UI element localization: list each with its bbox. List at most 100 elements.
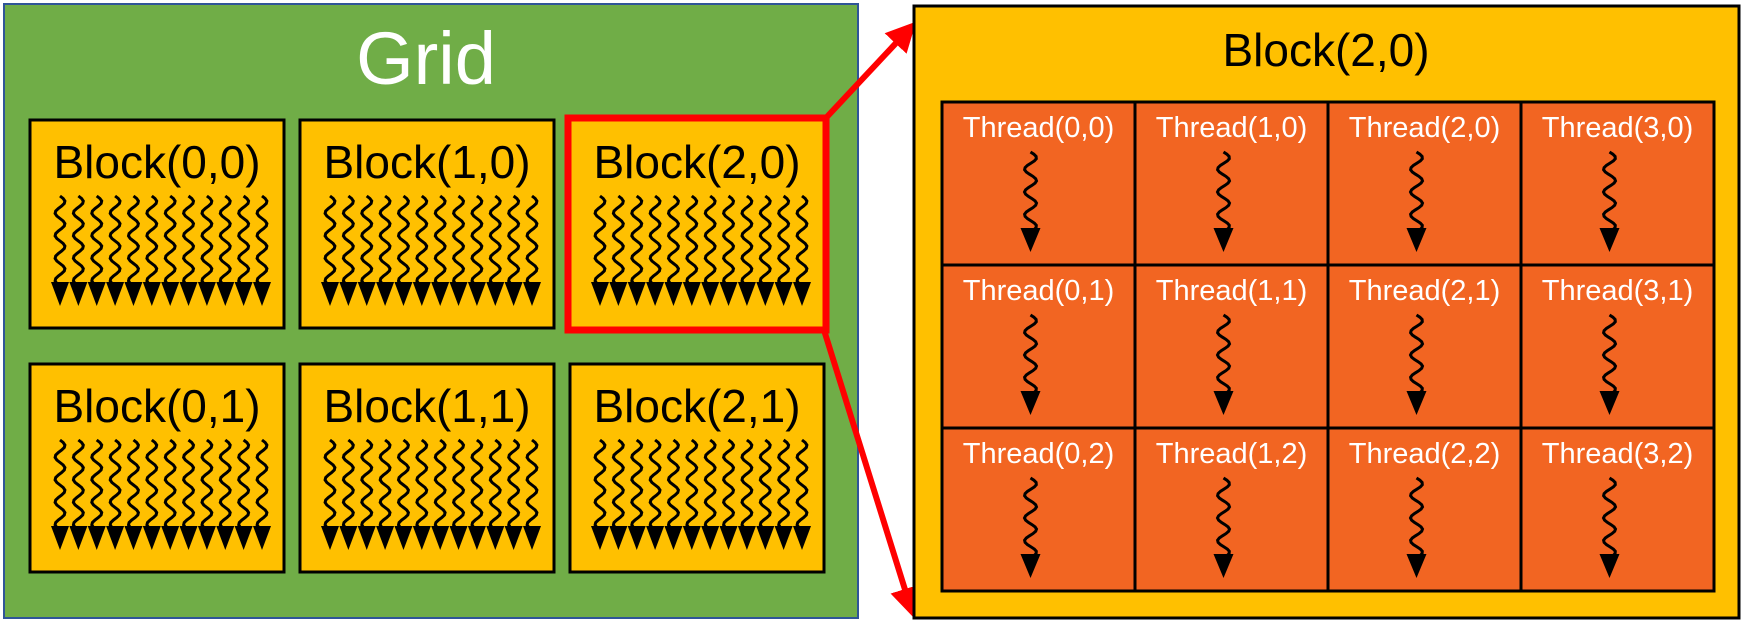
- thread-wave: [433, 438, 447, 532]
- thread-wave: [237, 438, 251, 532]
- wavy-arrow-down-icon: [1599, 150, 1620, 252]
- thread-cell: Thread(1,1): [1133, 263, 1330, 430]
- thread-box: [1133, 263, 1330, 430]
- thread-arrowhead: [179, 282, 198, 306]
- thread-cell: Thread(2,2): [1326, 426, 1523, 593]
- thread-wave: [255, 438, 269, 532]
- thread-wave: [1215, 476, 1232, 560]
- thread-arrowhead: [701, 282, 720, 306]
- thread-wave: [1408, 150, 1425, 234]
- thread-wave: [1601, 150, 1618, 234]
- threads-icon: [321, 194, 541, 306]
- thread-wave: [71, 194, 85, 288]
- thread-wave: [237, 194, 251, 288]
- thread-wave: [470, 438, 484, 532]
- thread-wave: [740, 194, 754, 288]
- thread-wave: [163, 438, 177, 532]
- thread-box: [1519, 100, 1716, 267]
- thread-label: Thread(0,0): [963, 112, 1115, 144]
- thread-arrowhead: [106, 282, 125, 306]
- thread-arrowhead: [1213, 554, 1234, 578]
- thread-wave: [593, 438, 607, 532]
- thread-arrowhead: [51, 526, 69, 550]
- thread-arrowhead: [253, 526, 271, 550]
- thread-arrowhead: [467, 282, 486, 306]
- thread-arrowhead: [51, 282, 69, 306]
- block-label: Block(0,1): [53, 380, 260, 432]
- thread-arrowhead: [253, 282, 271, 306]
- thread-wave: [721, 438, 736, 532]
- thread-wave: [1408, 476, 1425, 560]
- thread-arrowhead: [1599, 554, 1620, 578]
- thread-arrowhead: [793, 526, 811, 550]
- thread-wave: [415, 194, 429, 288]
- grid-block: Block(0,0): [28, 118, 286, 330]
- thread-wave: [108, 438, 122, 532]
- thread-label: Thread(1,1): [1156, 275, 1308, 307]
- wavy-arrow-down-icon: [1213, 150, 1234, 252]
- block-label: Block(1,1): [323, 380, 530, 432]
- thread-arrowhead: [1599, 228, 1620, 252]
- thread-arrowhead: [1213, 228, 1234, 252]
- thread-wave: [126, 194, 141, 288]
- thread-wave: [200, 438, 214, 532]
- thread-label: Thread(2,2): [1349, 438, 1501, 470]
- thread-arrowhead: [719, 526, 738, 550]
- threads-icon: [321, 438, 541, 550]
- wavy-arrow-down-icon: [1599, 476, 1620, 578]
- thread-wave: [777, 194, 791, 288]
- thread-wave: [341, 438, 355, 532]
- threads-icon: [51, 194, 271, 306]
- thread-wave: [666, 194, 681, 288]
- threads-icon: [591, 194, 811, 306]
- thread-wave: [630, 194, 644, 288]
- thread-box: [940, 263, 1137, 430]
- block-detail-title: Block(2,0): [1222, 24, 1429, 76]
- wavy-arrow-down-icon: [1599, 313, 1620, 415]
- wavy-arrow-down-icon: [1213, 476, 1234, 578]
- thread-wave: [648, 194, 662, 288]
- thread-arrowhead: [1020, 391, 1041, 415]
- thread-wave: [525, 438, 539, 532]
- thread-wave: [53, 194, 67, 288]
- block-label: Block(0,0): [53, 136, 260, 188]
- block-label: Block(2,0): [593, 136, 800, 188]
- grid-blocks: Block(0,0) Block(1,0) Block(2,0) Block(0,1)…: [28, 114, 830, 574]
- thread-arrowhead: [664, 282, 683, 306]
- thread-label: Thread(2,0): [1349, 112, 1501, 144]
- grid-block: Block(1,0): [298, 118, 556, 330]
- thread-arrowhead: [216, 526, 235, 550]
- grid-block: Block(1,1): [298, 362, 556, 574]
- thread-arrowhead: [719, 282, 738, 306]
- thread-arrowhead: [664, 526, 683, 550]
- thread-cell: Thread(1,2): [1133, 426, 1330, 593]
- thread-arrowhead: [124, 282, 143, 306]
- thread-label: Thread(1,0): [1156, 112, 1308, 144]
- thread-arrowhead: [701, 526, 720, 550]
- thread-arrowhead: [412, 282, 431, 306]
- thread-box: [940, 426, 1137, 593]
- thread-wave: [488, 438, 502, 532]
- thread-arrowhead: [87, 282, 106, 306]
- thread-box: [1133, 100, 1330, 267]
- highlight-frame: [564, 114, 830, 334]
- thread-label: Thread(1,2): [1156, 438, 1308, 470]
- thread-cell: Thread(1,0): [1133, 100, 1330, 267]
- thread-arrowhead: [69, 282, 88, 306]
- thread-wave: [451, 438, 466, 532]
- thread-wave: [488, 194, 502, 288]
- thread-arrowhead: [412, 526, 431, 550]
- thread-arrowhead: [682, 526, 701, 550]
- grid-block: Block(2,0): [564, 114, 830, 334]
- thread-wave: [1022, 150, 1039, 234]
- thread-arrowhead: [737, 526, 756, 550]
- thread-label: Thread(2,1): [1349, 275, 1501, 307]
- thread-wave: [433, 194, 447, 288]
- thread-wave: [71, 438, 85, 532]
- thread-arrowhead: [357, 282, 376, 306]
- thread-wave: [378, 438, 392, 532]
- thread-arrowhead: [339, 526, 358, 550]
- thread-wave: [181, 194, 196, 288]
- thread-wave: [378, 194, 392, 288]
- thread-wave: [703, 438, 717, 532]
